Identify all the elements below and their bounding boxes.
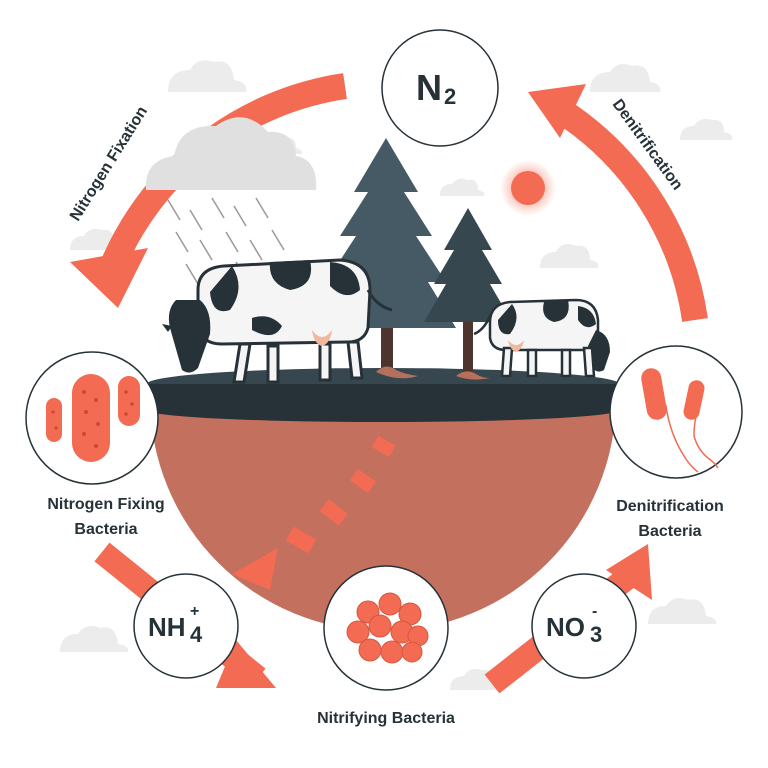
n2-formula: N (416, 67, 442, 108)
nitrifying-bacteria-label: Nitrifying Bacteria (270, 706, 502, 731)
coccus-cluster-icon (346, 592, 429, 664)
nitrifying-bacteria-node (323, 565, 449, 691)
denitrification-bacteria-line1: Denitrification (616, 498, 724, 515)
nitrate-charge: - (592, 603, 597, 620)
cow-grazing-left (162, 258, 393, 384)
nitrifying-bacteria-line1: Nitrifying Bacteria (317, 710, 455, 727)
rain-drops (167, 197, 285, 291)
nitrogen-fixing-bacteria-label: Nitrogen Fixing Bacteria (12, 492, 200, 542)
ground-surface (147, 368, 619, 422)
ammonium-subscript: 4 (190, 622, 203, 647)
denitrification-arrow (528, 84, 708, 322)
nitrogen-fixing-bacteria-node (25, 351, 159, 485)
ammonium-charge: + (190, 603, 199, 620)
sun (500, 160, 556, 216)
n2-subscript: 2 (444, 84, 456, 109)
flagellated-bacteria-icon (641, 368, 719, 473)
pine-tree-small (424, 208, 512, 380)
rain-cloud (145, 117, 317, 291)
nitrogen-fixing-bacteria-line1: Nitrogen Fixing (47, 496, 165, 513)
nitrogen-fixing-bacteria-line2: Bacteria (74, 521, 138, 538)
rod-bacteria-icon (46, 374, 140, 462)
nitrate-formula: NO (546, 612, 585, 642)
cow-grazing-right (473, 298, 610, 378)
n2-node: N 2 (381, 29, 499, 147)
denitrification-bacteria-line2: Bacteria (638, 523, 702, 540)
ammonium-node: NH + 4 (133, 573, 239, 679)
denitrification-bacteria-label: Denitrification Bacteria (576, 494, 764, 544)
ammonium-formula: NH (148, 612, 186, 642)
denitrification-bacteria-node (609, 345, 743, 479)
nitrate-node: NO - 3 (531, 573, 637, 679)
nitrate-subscript: 3 (590, 622, 602, 647)
